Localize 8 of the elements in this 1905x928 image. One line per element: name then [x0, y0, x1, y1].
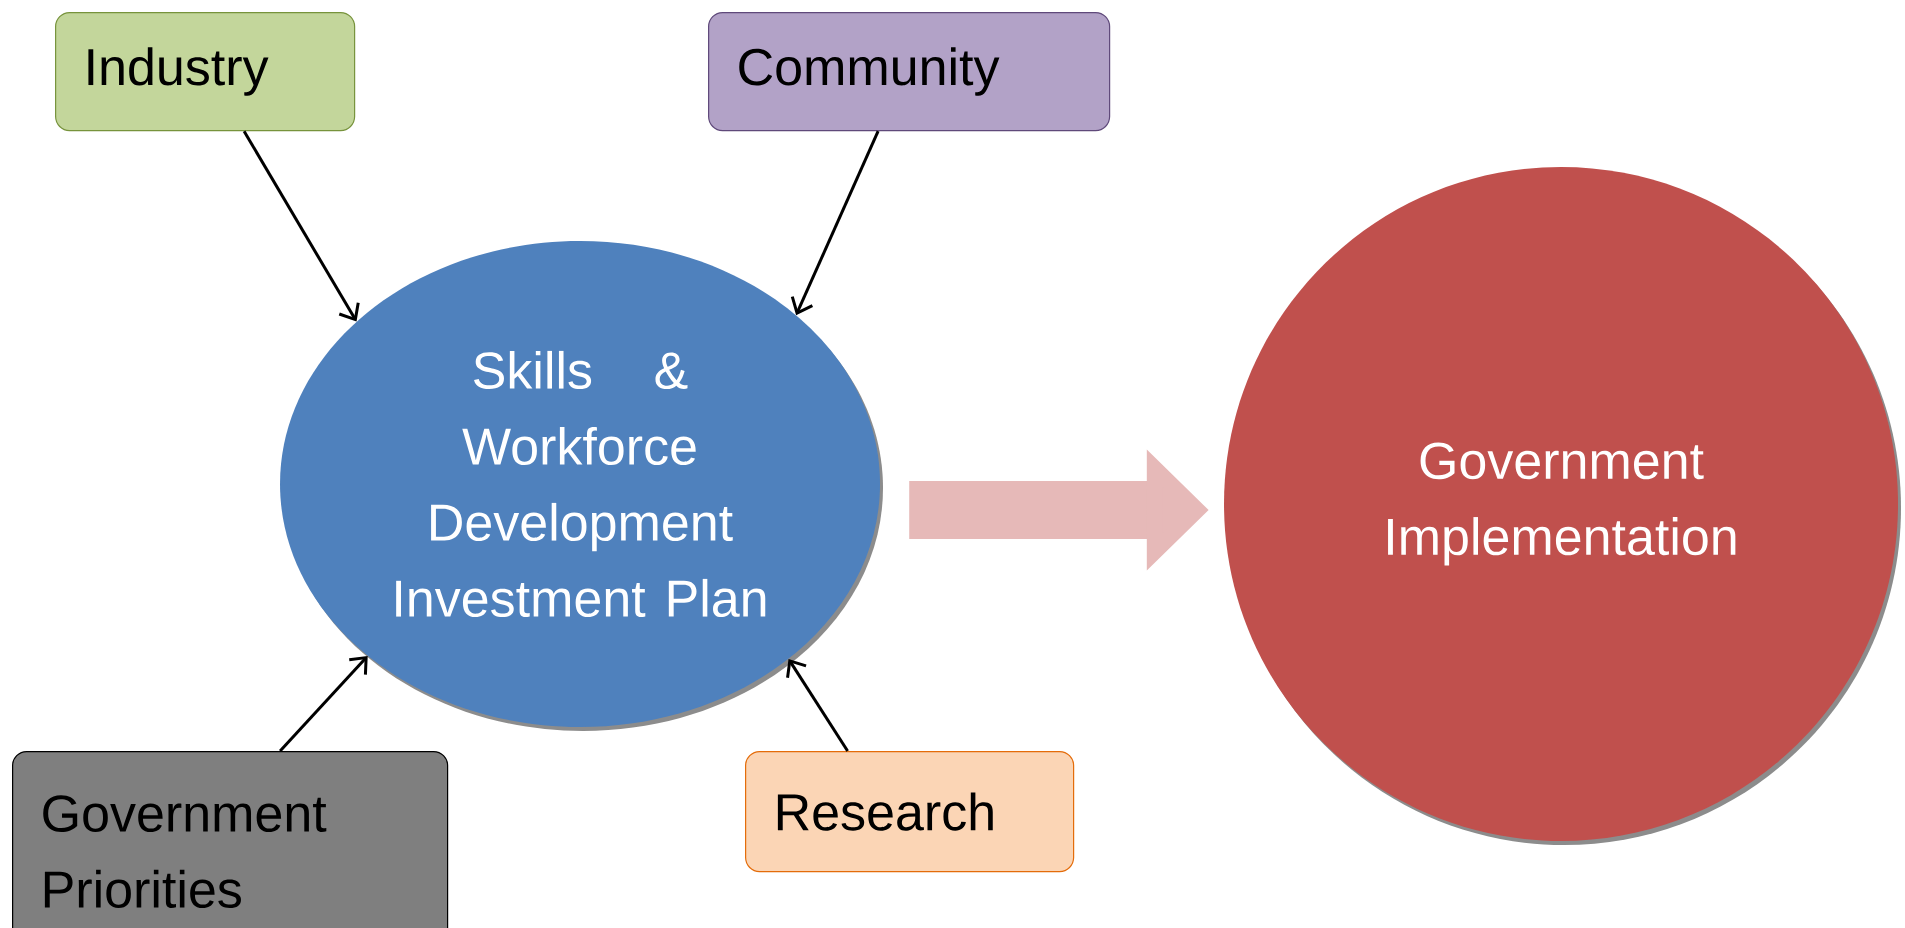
- label-box: Research: [745, 751, 1075, 873]
- arrow: [279, 655, 368, 752]
- arrow: [790, 130, 880, 316]
- arrow: [786, 658, 849, 752]
- arrow: [242, 130, 360, 322]
- label-box: Community: [708, 12, 1111, 132]
- label-box: Government Priorities: [12, 751, 449, 928]
- label-box: Industry: [55, 12, 356, 132]
